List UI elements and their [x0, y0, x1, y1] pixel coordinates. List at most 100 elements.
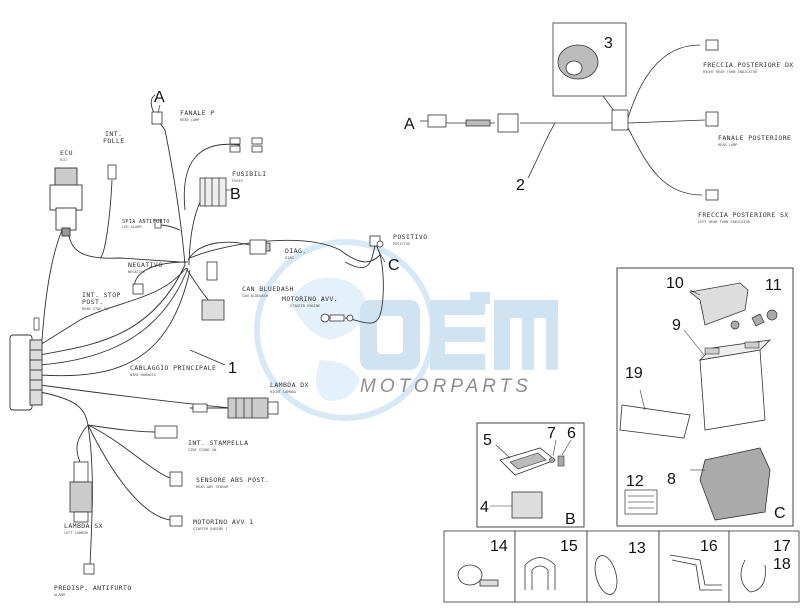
label-cablaggio: CABLAGGIO PRINCIPALE: [130, 364, 216, 372]
positivo-terminal: [369, 235, 384, 248]
lambda-sx-connector: [69, 461, 93, 523]
negativo-terminal: [132, 283, 144, 295]
callout-17: 17: [773, 538, 791, 555]
fanale-p-connector: [151, 111, 163, 125]
label-lambda-sx: LAMBDA SX: [64, 522, 103, 530]
callout-box-c: C: [774, 505, 786, 522]
label-lambda-dx-en: RIGHT LAMBDA: [270, 390, 297, 394]
label-lambda-dx: LAMBDA DX: [270, 381, 309, 389]
small-parts-row: [443, 530, 800, 603]
label-fanale-p-en: REAR LAMP: [180, 118, 199, 122]
label-int-stop: INT. STOP: [82, 291, 121, 299]
callout-15: 15: [560, 538, 578, 555]
leader-lines: [157, 104, 386, 366]
can-bluedash-connector: [201, 261, 225, 321]
label-fanale-p: FANALE P: [180, 109, 215, 117]
int-stampella-connector: [154, 425, 178, 439]
label-ecu-en: ECU: [60, 158, 67, 162]
label-ecu: ECU: [60, 149, 73, 157]
label-cablaggio-en: WIRE HARNESS: [130, 373, 156, 377]
callout-box-b: B: [565, 511, 576, 528]
label-motorino-avv: MOTORINO AVV.: [282, 295, 338, 303]
label-int: INT.: [105, 130, 122, 138]
callout-b-left: B: [230, 186, 241, 203]
spia-antifurto-connector: [154, 219, 162, 229]
callout-16: 16: [700, 538, 718, 555]
label-negativo-en: NEGATIVE: [128, 270, 145, 274]
rear-harness-parts: [427, 39, 719, 201]
label-spia-antifurto: SPIA ANTIFURTO: [122, 219, 170, 225]
sensore-abs-connector: [169, 471, 183, 487]
callout-14: 14: [490, 538, 508, 555]
ecu-connector: [49, 167, 83, 237]
battery-group-box: [616, 267, 794, 527]
label-positivo-en: POSITIVE: [393, 242, 410, 246]
label-lambda-sx-en: LEFT LAMBDA: [64, 531, 89, 535]
watermark: MOTORPARTS: [254, 239, 558, 421]
label-folle: FOLLE: [103, 137, 125, 145]
label-diag-en: DIAG: [285, 256, 294, 260]
label-can-bluedash-en: CAN BLUEDASH: [242, 294, 268, 298]
predisp-connector: [83, 563, 95, 575]
label-fusibili: FUSIBILI: [232, 170, 267, 178]
label-freccia-sx-en: LEFT REAR TURN INDICATOR: [698, 220, 751, 224]
callout-19: 19: [625, 365, 643, 382]
lambda-dx-connector: [192, 397, 279, 419]
int-stop-connector: [33, 317, 40, 331]
part-3-grommet: [552, 22, 627, 97]
label-negativo: NEGATIVO: [128, 261, 163, 269]
label-int-stop-post: POST.: [82, 298, 104, 306]
label-fanale-post: FANALE POSTERIORE: [718, 134, 791, 142]
motorino-avv-1-connector: [169, 515, 183, 527]
label-predisp: PREDISP. ANTIFURTO: [54, 584, 132, 592]
label-can-bluedash: CAN BLUEDASH: [242, 285, 294, 293]
callout-1: 1: [228, 360, 237, 377]
callout-12: 12: [626, 473, 644, 490]
diag-connector: [249, 239, 271, 255]
label-spia-antifurto-en: LED ALARM: [122, 225, 142, 229]
callout-2: 2: [516, 177, 525, 194]
label-freccia-sx: FRECCIA POSTERIORE SX: [698, 211, 789, 219]
label-predisp-en: ALARM: [54, 593, 66, 597]
int-folle-connector: [107, 164, 117, 180]
callout-3: 3: [604, 35, 613, 52]
callout-11: 11: [765, 277, 782, 294]
callout-7: 7: [547, 425, 556, 442]
callout-5: 5: [483, 432, 492, 449]
main-harness: [39, 94, 384, 566]
label-diag: DIAG.: [285, 247, 307, 255]
label-fanale-post-en: REAR LAMP: [718, 143, 737, 147]
rear-harness: [420, 44, 706, 196]
callout-13: 13: [628, 540, 646, 557]
callout-6: 6: [567, 425, 576, 442]
label-fusibili-en: FUSES: [232, 179, 243, 183]
fuse-connectors: [199, 137, 263, 207]
label-int-stampella: INT. STAMPELLA: [188, 439, 248, 447]
main-connector-block: [9, 334, 43, 411]
label-motorino-avv-1: MOTORINO AVV 1: [193, 518, 253, 526]
labels-right: FRECCIA POSTERIORE DX RIGHT REAR TURN IN…: [698, 61, 794, 224]
label-motorino-avv-en: STARTER ENGINE: [290, 304, 320, 308]
callout-9: 9: [672, 317, 681, 334]
label-freccia-dx: FRECCIA POSTERIORE DX: [703, 61, 794, 69]
callout-c-left: C: [388, 257, 400, 274]
label-positivo: POSITIVO: [393, 233, 428, 241]
callout-18: 18: [773, 556, 791, 573]
callout-10: 10: [666, 275, 684, 292]
relay-group-box: [476, 422, 585, 528]
motorino-avv-connector: [320, 313, 354, 323]
label-int-stop-en: REAR STOP SW: [82, 307, 109, 311]
label-motorino-avv-1-en: STARTER ENGINE 1: [193, 527, 228, 531]
label-int-stampella-en: SIDE STAND SW.: [188, 448, 218, 452]
watermark-subtitle: MOTORPARTS: [360, 376, 532, 397]
label-freccia-dx-en: RIGHT REAR TURN INDICATOR: [703, 70, 758, 74]
callout-a-right: A: [404, 116, 415, 133]
label-sensore-abs: SENSORE ABS POST.: [196, 476, 269, 484]
callout-4: 4: [480, 499, 489, 516]
callout-a-left: A: [154, 89, 165, 106]
callout-8: 8: [667, 471, 676, 488]
labels-left: ECU ECU INT. FOLLE FANALE P REAR LAMP FU…: [54, 109, 428, 597]
label-sensore-abs-en: REAR ABS SENSOR: [196, 485, 229, 489]
